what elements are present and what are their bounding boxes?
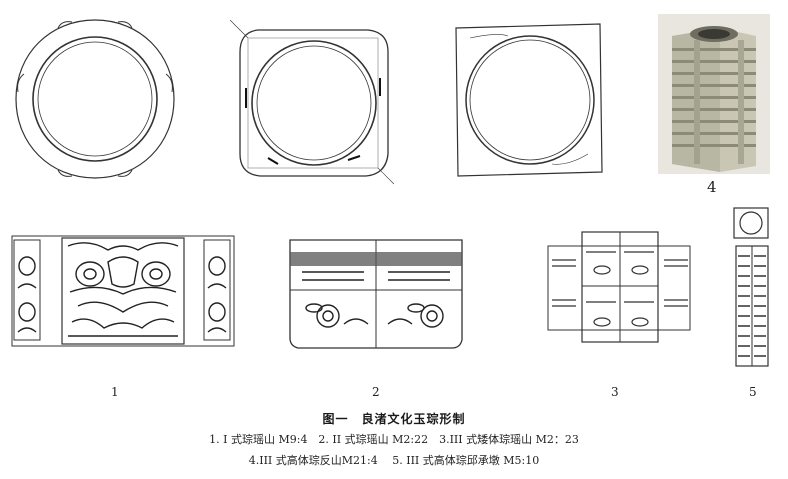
- cong-4-photo: [658, 14, 770, 174]
- label-4: 4: [707, 178, 717, 196]
- cong-1-side-view: [11, 235, 235, 347]
- label-5: 5: [749, 385, 757, 399]
- cong-2-top-view: [229, 19, 395, 185]
- caption-line-2: 4.III 式高体琮反山M21:4 5. III 式高体琮邱承墩 M5:10: [248, 454, 540, 467]
- label-3: 3: [611, 385, 619, 399]
- cong-2-side-view: [289, 239, 463, 349]
- label-2: 2: [372, 385, 380, 399]
- cong-3-top-view: [455, 23, 603, 177]
- cong-5-drawing: [733, 207, 769, 367]
- label-1: 1: [111, 385, 119, 399]
- caption-line-1: 1. I 式琮瑶山 M9:4 2. II 式琮瑶山 M2:22 3.III 式矮…: [209, 433, 579, 446]
- cong-1-top-view: [15, 19, 175, 179]
- cong-3-side-view: [547, 231, 691, 343]
- figure-title: 图一 良渚文化玉琮形制: [322, 412, 466, 426]
